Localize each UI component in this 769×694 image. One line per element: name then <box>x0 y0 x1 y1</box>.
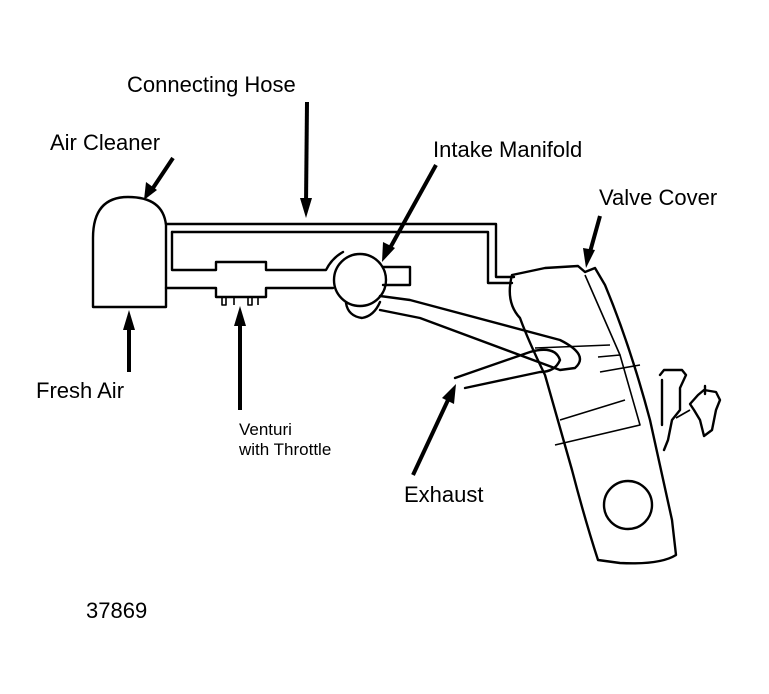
label-air-cleaner: Air Cleaner <box>50 130 161 155</box>
intake-manifold-neck <box>344 300 382 320</box>
spark-plug-lead <box>675 409 691 419</box>
figure-number: 37869 <box>86 598 148 623</box>
label-valve-cover: Valve Cover <box>599 185 718 210</box>
connecting-hose <box>164 222 516 279</box>
valve-cover-body <box>508 264 678 565</box>
arrow-fresh-air <box>123 310 135 372</box>
label-connecting-hose: Connecting Hose <box>127 72 296 97</box>
arrow-venturi <box>234 306 246 410</box>
spark-plug-fitting-left <box>658 368 688 452</box>
air-cleaner-housing <box>91 195 168 309</box>
crankshaft-pulley <box>602 479 654 531</box>
spark-plug-fitting-right <box>688 384 722 438</box>
connecting-hose-inner <box>170 230 514 285</box>
label-exhaust: Exhaust <box>404 482 484 507</box>
intake-tube-bottom <box>164 286 335 299</box>
venturi-throttle-fins <box>221 297 259 306</box>
label-intake-manifold: Intake Manifold <box>433 137 583 162</box>
valve-cover-rib <box>534 344 641 373</box>
valve-cover-seam <box>554 274 641 446</box>
label-fresh-air: Fresh Air <box>36 378 125 403</box>
exhaust-pipe <box>453 348 562 390</box>
intake-manifold-outlet <box>381 265 412 287</box>
arrow-intake-manifold <box>382 164 438 262</box>
intake-runner <box>378 294 582 372</box>
arrow-air-cleaner <box>144 156 175 200</box>
arrow-connecting-hose <box>300 101 312 218</box>
intake-tube-top <box>170 230 345 272</box>
intake-manifold-chamber <box>332 252 388 308</box>
arrow-exhaust <box>411 384 456 476</box>
arrow-valve-cover <box>583 215 602 268</box>
label-venturi-throttle: with Throttle <box>239 440 332 459</box>
label-venturi: Venturi <box>239 420 292 439</box>
